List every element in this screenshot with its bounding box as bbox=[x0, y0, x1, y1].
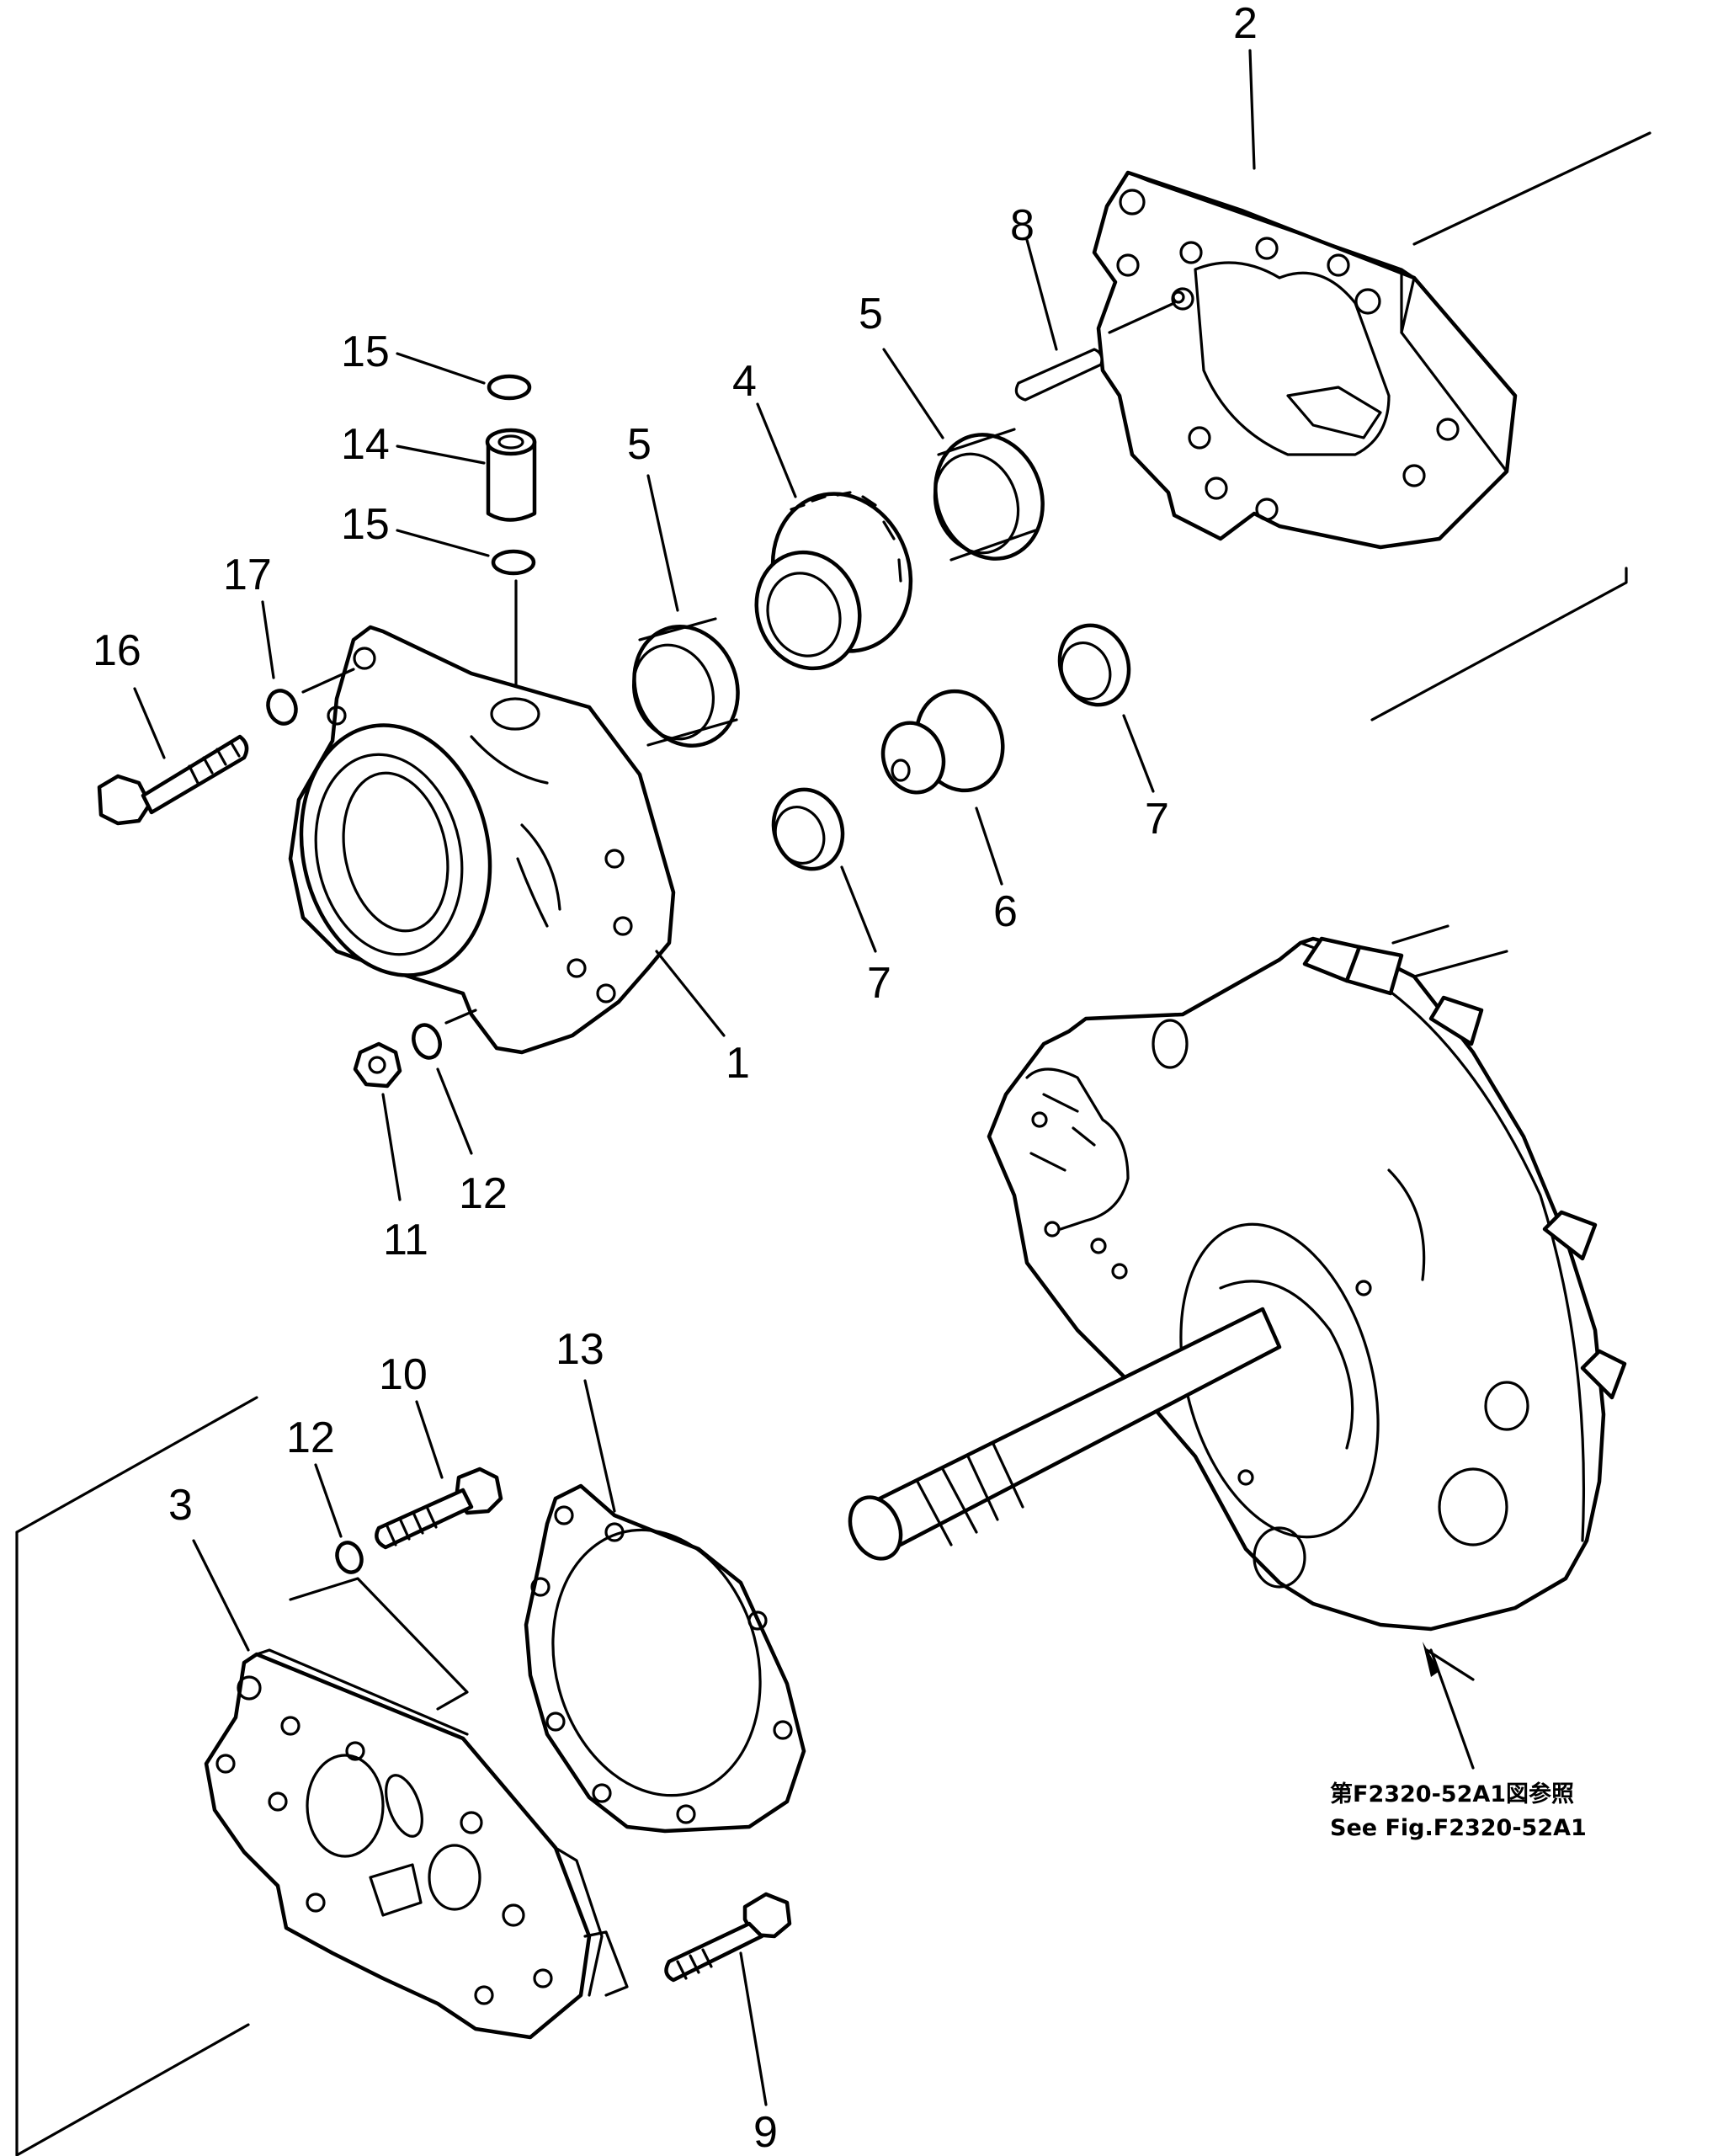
callout-1: 1 bbox=[726, 1039, 750, 1088]
callout-11: 11 bbox=[383, 1216, 428, 1264]
part-15-o-ring-upper bbox=[396, 352, 532, 401]
callout-13: 13 bbox=[556, 1325, 604, 1374]
callout-6: 6 bbox=[993, 887, 1018, 936]
part-5-bearing-left bbox=[631, 474, 740, 748]
callout-15-lower: 15 bbox=[341, 500, 390, 549]
part-7-needle-bearing-right bbox=[1057, 623, 1155, 793]
part-5-bearing-right bbox=[882, 348, 1045, 562]
reference-note: 第F2320-52A1図参照 See Fig.F2320-52A1 bbox=[1330, 1781, 1587, 1841]
callout-8: 8 bbox=[1010, 201, 1035, 250]
callout-9: 9 bbox=[753, 2108, 778, 2156]
part-7-needle-bearing-left bbox=[771, 787, 877, 953]
part-1-pump-body bbox=[288, 625, 726, 1055]
callout-labels: 2 8 5 4 15 14 5 15 17 16 7 6 7 1 12 11 1… bbox=[93, 0, 1258, 2156]
callout-16: 16 bbox=[93, 626, 141, 675]
callout-4: 4 bbox=[732, 357, 757, 406]
part-12-washer-upper bbox=[412, 1009, 477, 1155]
callout-17: 17 bbox=[223, 551, 272, 599]
part-16-bolt bbox=[97, 687, 249, 826]
part-10-bolt bbox=[375, 1400, 503, 1550]
callout-10: 10 bbox=[379, 1350, 428, 1399]
part-4-drive-gear bbox=[754, 402, 913, 671]
part-8-pin bbox=[1014, 238, 1176, 402]
reference-note-en: See Fig.F2320-52A1 bbox=[1330, 1815, 1587, 1841]
part-9-bolt bbox=[664, 1892, 792, 2106]
part-11-nut bbox=[353, 1041, 402, 1201]
callout-12-lower: 12 bbox=[286, 1413, 335, 1462]
callout-5-left: 5 bbox=[627, 420, 652, 469]
part-2-rear-cover bbox=[1092, 49, 1652, 721]
part-17-washer bbox=[261, 600, 355, 726]
callout-7-right: 7 bbox=[1145, 795, 1169, 844]
part-3-front-cover bbox=[15, 1396, 629, 2156]
callout-7-left: 7 bbox=[867, 959, 891, 1008]
callout-15-upper: 15 bbox=[341, 327, 390, 376]
part-6-driven-gear bbox=[880, 689, 1005, 886]
part-12-washer-lower bbox=[314, 1463, 364, 1574]
callout-5-right: 5 bbox=[859, 290, 883, 338]
part-15-o-ring-lower bbox=[396, 529, 536, 688]
part-14-sleeve bbox=[396, 428, 537, 522]
callout-14: 14 bbox=[341, 420, 390, 469]
callout-3: 3 bbox=[168, 1481, 193, 1530]
reference-note-jp: 第F2320-52A1図参照 bbox=[1330, 1781, 1574, 1807]
callout-12-upper: 12 bbox=[459, 1169, 508, 1218]
callout-2: 2 bbox=[1233, 0, 1258, 48]
reference-housing-assembly bbox=[848, 924, 1627, 1770]
part-13-gasket bbox=[524, 1379, 806, 1834]
